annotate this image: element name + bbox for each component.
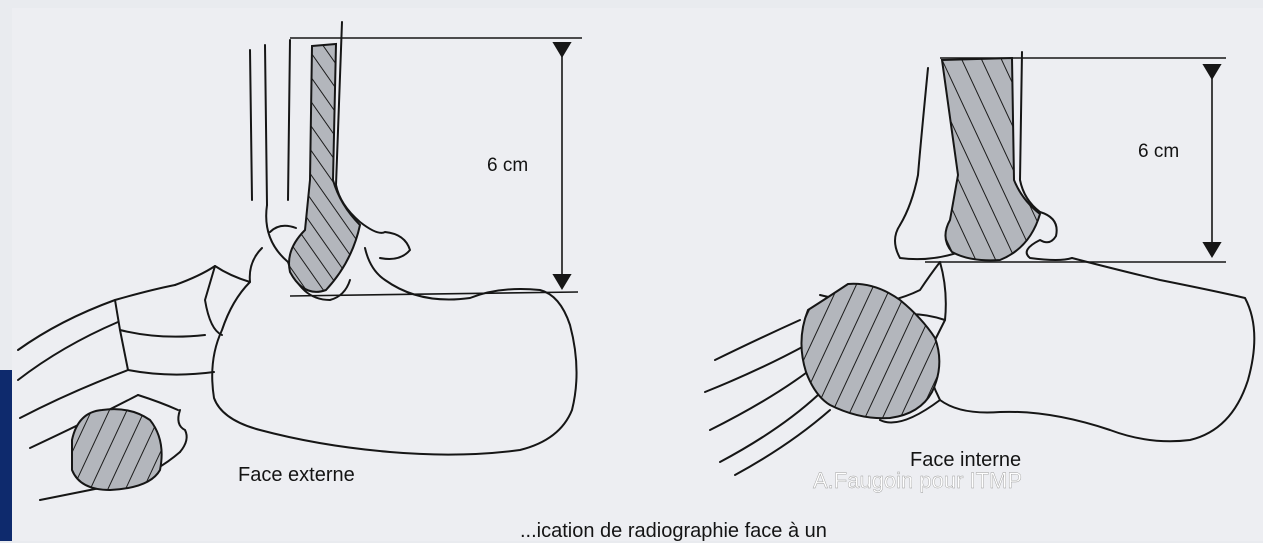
left-hatched-sesamoid xyxy=(72,409,162,490)
credit-watermark: A.Faugoin pour ITMP xyxy=(813,468,1022,494)
right-hatched-tibia xyxy=(942,58,1040,260)
left-caption: Face externe xyxy=(238,464,355,487)
bottom-text-line: ...ication de radiographie face à un xyxy=(520,520,827,543)
left-hatched-fibula xyxy=(289,44,360,292)
right-measure-label: 6 cm xyxy=(1138,141,1179,163)
left-measure-label: 6 cm xyxy=(487,155,528,177)
right-hatched-midfoot xyxy=(801,284,939,418)
